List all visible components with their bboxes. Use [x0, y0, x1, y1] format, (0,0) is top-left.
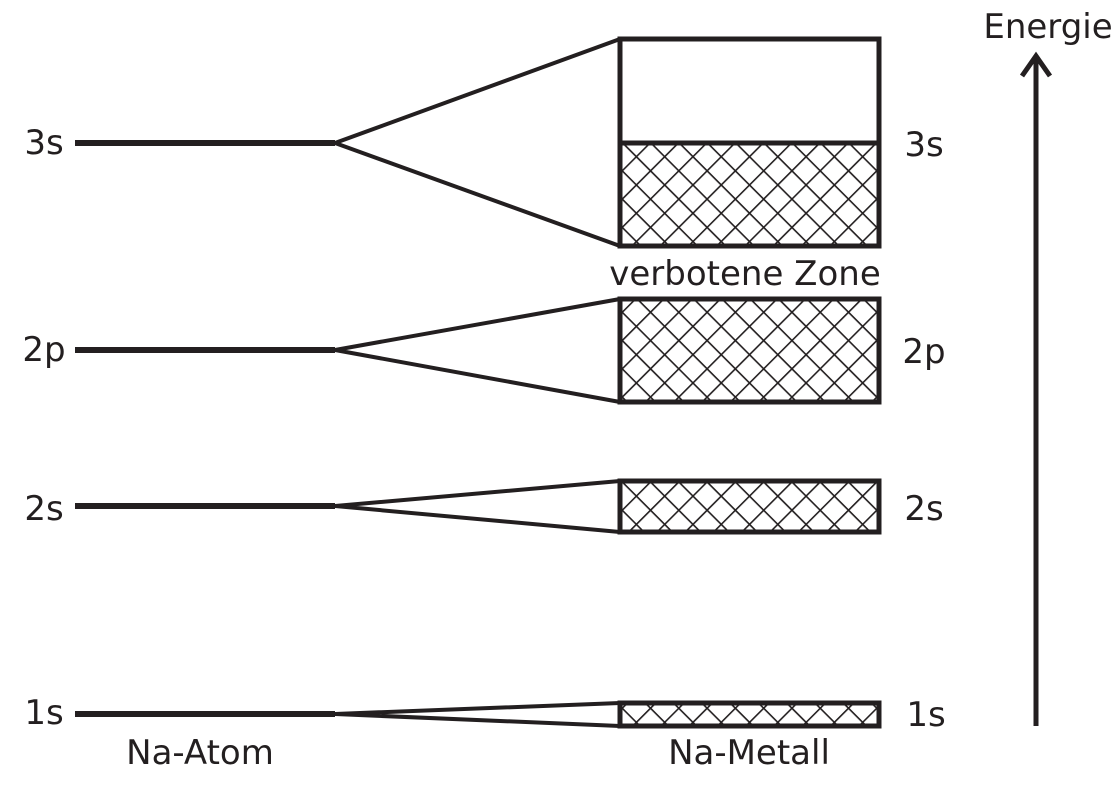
atom-label-2p: 2p [22, 330, 65, 370]
band-label-2s: 2s [904, 489, 943, 529]
atom-caption: Na-Atom [126, 733, 274, 773]
fan-2s [334, 479, 621, 534]
fan-3s [329, 37, 621, 248]
atom-label-2s: 2s [24, 489, 63, 529]
fan-2p [334, 297, 621, 404]
atom-label-3s: 3s [24, 123, 63, 163]
metal-caption: Na-Metall [668, 733, 830, 773]
band-label-3s: 3s [904, 125, 943, 165]
band-label-1s: 1s [906, 695, 945, 735]
band-2p [617, 296, 882, 405]
band-1s [617, 700, 882, 729]
forbidden-zone-label: verbotene Zone [609, 254, 881, 294]
band-label-2p: 2p [902, 332, 945, 372]
energy-axis-arrowhead [1019, 51, 1053, 78]
band-2s [617, 478, 882, 535]
band-3s-empty [617, 36, 882, 146]
axis-label: Energie [983, 7, 1112, 47]
band-3s-filled [617, 140, 882, 249]
fan-1s [334, 701, 621, 728]
atom-label-1s: 1s [24, 693, 63, 733]
